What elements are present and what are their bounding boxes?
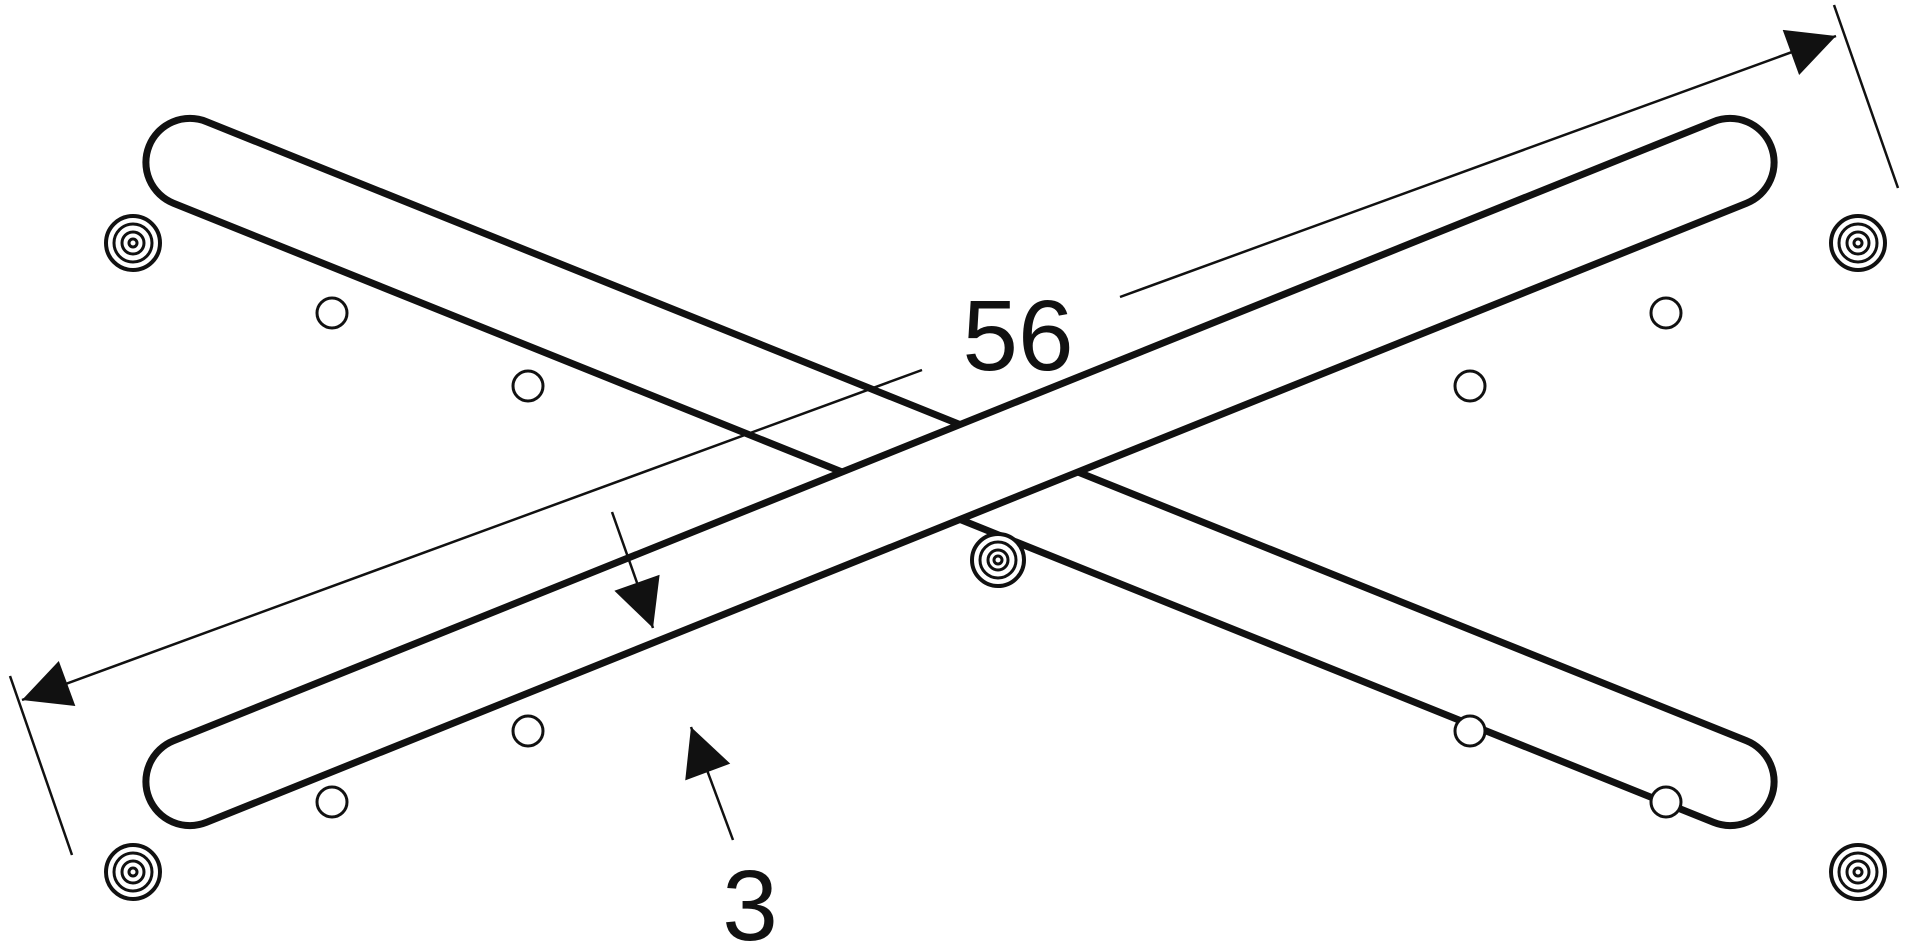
length-dimension-label: 56: [962, 280, 1073, 392]
thickness-dimension-label: 3: [722, 850, 778, 947]
hole: [511, 714, 545, 748]
end-rivets: [104, 214, 1887, 901]
rivet-bottom-left: [104, 843, 162, 901]
extension-line-right: [1832, 4, 1900, 189]
strap-ascending: [142, 114, 1778, 830]
rivet-center: [970, 532, 1026, 588]
thickness-dimension: [610, 511, 735, 841]
extension-line-left: [8, 675, 74, 856]
dimension-line-upper: [1119, 29, 1837, 299]
hole: [1453, 714, 1487, 748]
strap-ascending-outline: [142, 114, 1778, 830]
rivet-bottom-right: [1829, 843, 1887, 901]
hole: [511, 369, 545, 403]
length-dimension: [8, 4, 1900, 856]
hole: [1649, 296, 1683, 330]
thickness-arrow-bottom: [685, 726, 735, 841]
thickness-arrow-top: [610, 511, 660, 629]
hole: [315, 296, 349, 330]
dimension-line-lower: [21, 368, 923, 707]
hole: [1649, 785, 1683, 819]
rivet-top-left: [104, 214, 162, 272]
hole: [1453, 369, 1487, 403]
hole: [315, 785, 349, 819]
rivet-top-right: [1829, 214, 1887, 272]
mounting-holes: [315, 296, 1683, 819]
